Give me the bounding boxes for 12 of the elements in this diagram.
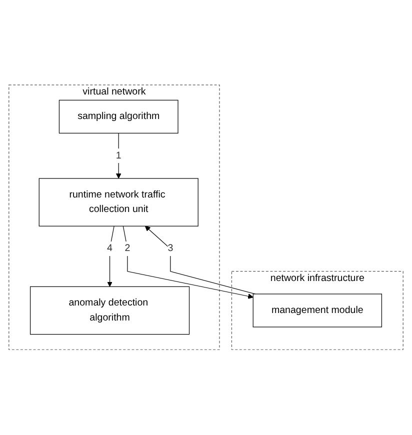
edge-label: 4 — [107, 243, 112, 254]
node-box: management module — [252, 294, 382, 328]
node-box: anomaly detection algorithm — [30, 286, 190, 335]
edge-label: 2 — [124, 243, 130, 254]
node-box: runtime network traffic collection unit — [38, 178, 198, 227]
arrow — [122, 226, 254, 300]
edge-label: 3 — [168, 243, 174, 254]
arrow — [107, 226, 114, 288]
arrow — [116, 133, 122, 179]
arrow — [144, 226, 256, 295]
node-box: sampling algorithm — [58, 100, 178, 134]
edge-label: 1 — [116, 150, 122, 161]
